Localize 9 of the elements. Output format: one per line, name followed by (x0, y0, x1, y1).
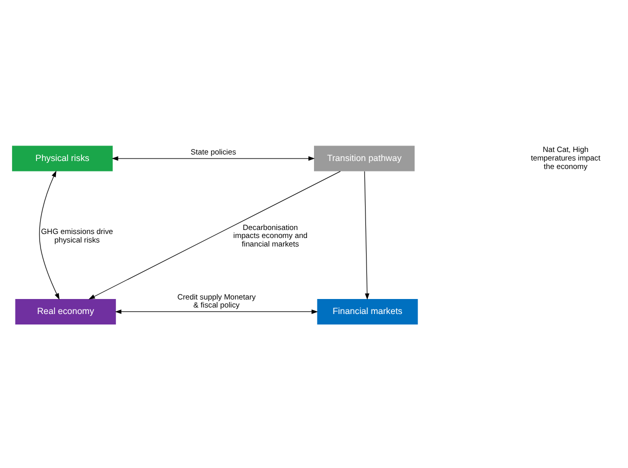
node-box: Real economy (15, 298, 116, 324)
arrow (112, 156, 315, 161)
arrow (88, 171, 341, 300)
node-box: Physical risks (12, 146, 113, 172)
arrow (114, 309, 318, 314)
arrow (364, 171, 370, 300)
node-box: Transition pathway (314, 146, 415, 172)
node-box: Financial markets (317, 298, 418, 324)
arrow (39, 170, 60, 300)
